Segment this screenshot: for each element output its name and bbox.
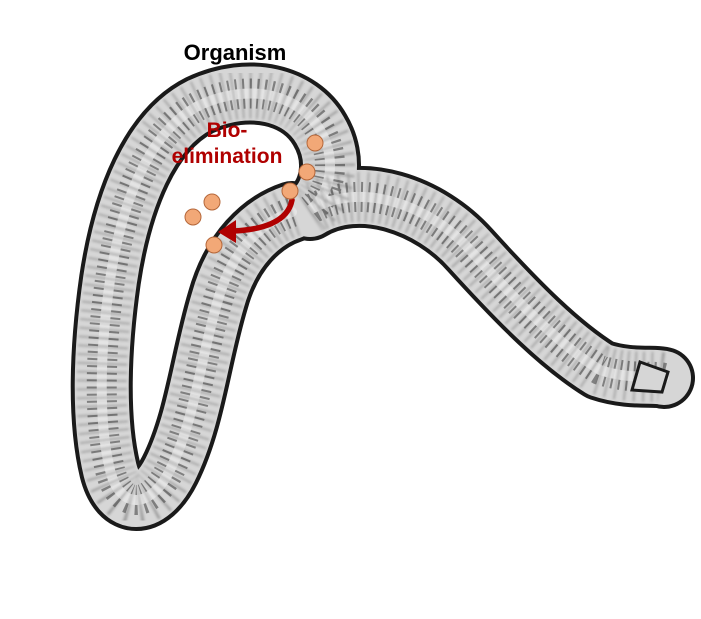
particle-dot-icon: [306, 134, 324, 152]
diagram-title: Organism: [183, 40, 287, 65]
particle-dot-icon: [281, 182, 299, 200]
particle-dot-icon: [203, 193, 221, 211]
arrowhead-icon: [218, 220, 236, 243]
particle-dot-icon: [205, 236, 223, 254]
worm-tail-tip: [630, 360, 670, 394]
particle-dot-icon: [184, 208, 202, 226]
process-label: Bio- elimination: [156, 118, 298, 170]
particle-dot-icon: [298, 163, 316, 181]
curved-arrow-left-icon: [229, 197, 295, 234]
process-label-line-2: elimination: [171, 145, 283, 168]
process-label-line-1: Bio-: [206, 119, 248, 142]
worm-segment-texture: [76, 68, 672, 525]
